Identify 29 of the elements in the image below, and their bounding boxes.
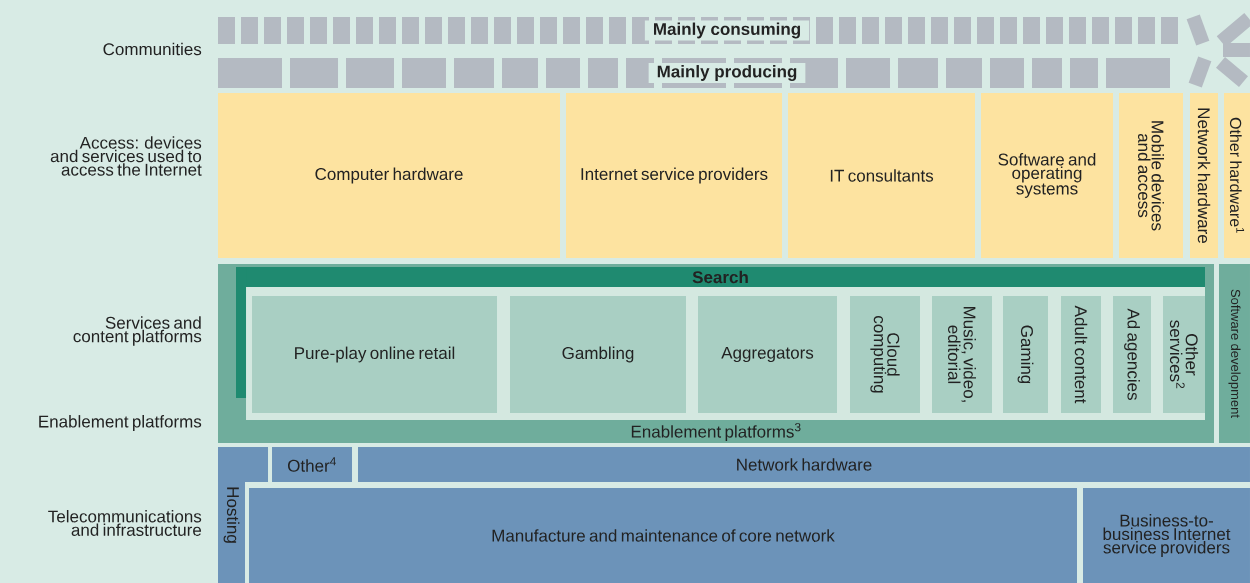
category-box: Mobile devices and access <box>1119 93 1183 258</box>
category-box: Other services$^{2}$ <box>1163 296 1205 413</box>
category-box: Aggregators <box>698 296 837 413</box>
row-heading: Access: devices and services used to access the Internet <box>50 136 202 176</box>
category-box: Gaming <box>1003 296 1048 413</box>
category-box: Computer hardware <box>218 93 560 258</box>
category-box: Software development <box>1219 264 1250 443</box>
category-box: Cloud computing <box>850 296 920 413</box>
category-box: Network hardware <box>1190 93 1218 258</box>
category-box: Adult content <box>1061 296 1101 413</box>
category-box: Network hardware <box>358 447 1250 482</box>
category-box: IT consultants <box>788 93 975 258</box>
block-band: Mainly producing <box>218 58 1170 88</box>
row-heading: Services and content platforms <box>73 316 202 346</box>
category-box: Ad agencies <box>1113 296 1151 413</box>
category-box: Business-to-business Internet service providers <box>1083 488 1250 583</box>
category-box: Pure-play online retail <box>252 296 497 413</box>
category-box: Software and operating systems <box>981 93 1113 258</box>
row-heading: Telecommunications and infrastructure <box>48 510 202 536</box>
category-box: Other$^{4}$ <box>272 447 352 482</box>
row-heading: Enablement platforms <box>39 415 202 431</box>
category-box: Other hardware$^{1}$ <box>1224 93 1250 258</box>
row-heading: Communities <box>103 42 202 56</box>
node-label: Hosting <box>223 487 240 543</box>
category-box: Gambling <box>510 296 686 413</box>
block-band: Mainly consuming <box>218 17 1178 44</box>
category-box: Manufacture and maintenance of core network <box>249 488 1077 583</box>
category-box: Music, video, editorial <box>932 296 992 413</box>
category-box: Internet service providers <box>566 93 782 258</box>
